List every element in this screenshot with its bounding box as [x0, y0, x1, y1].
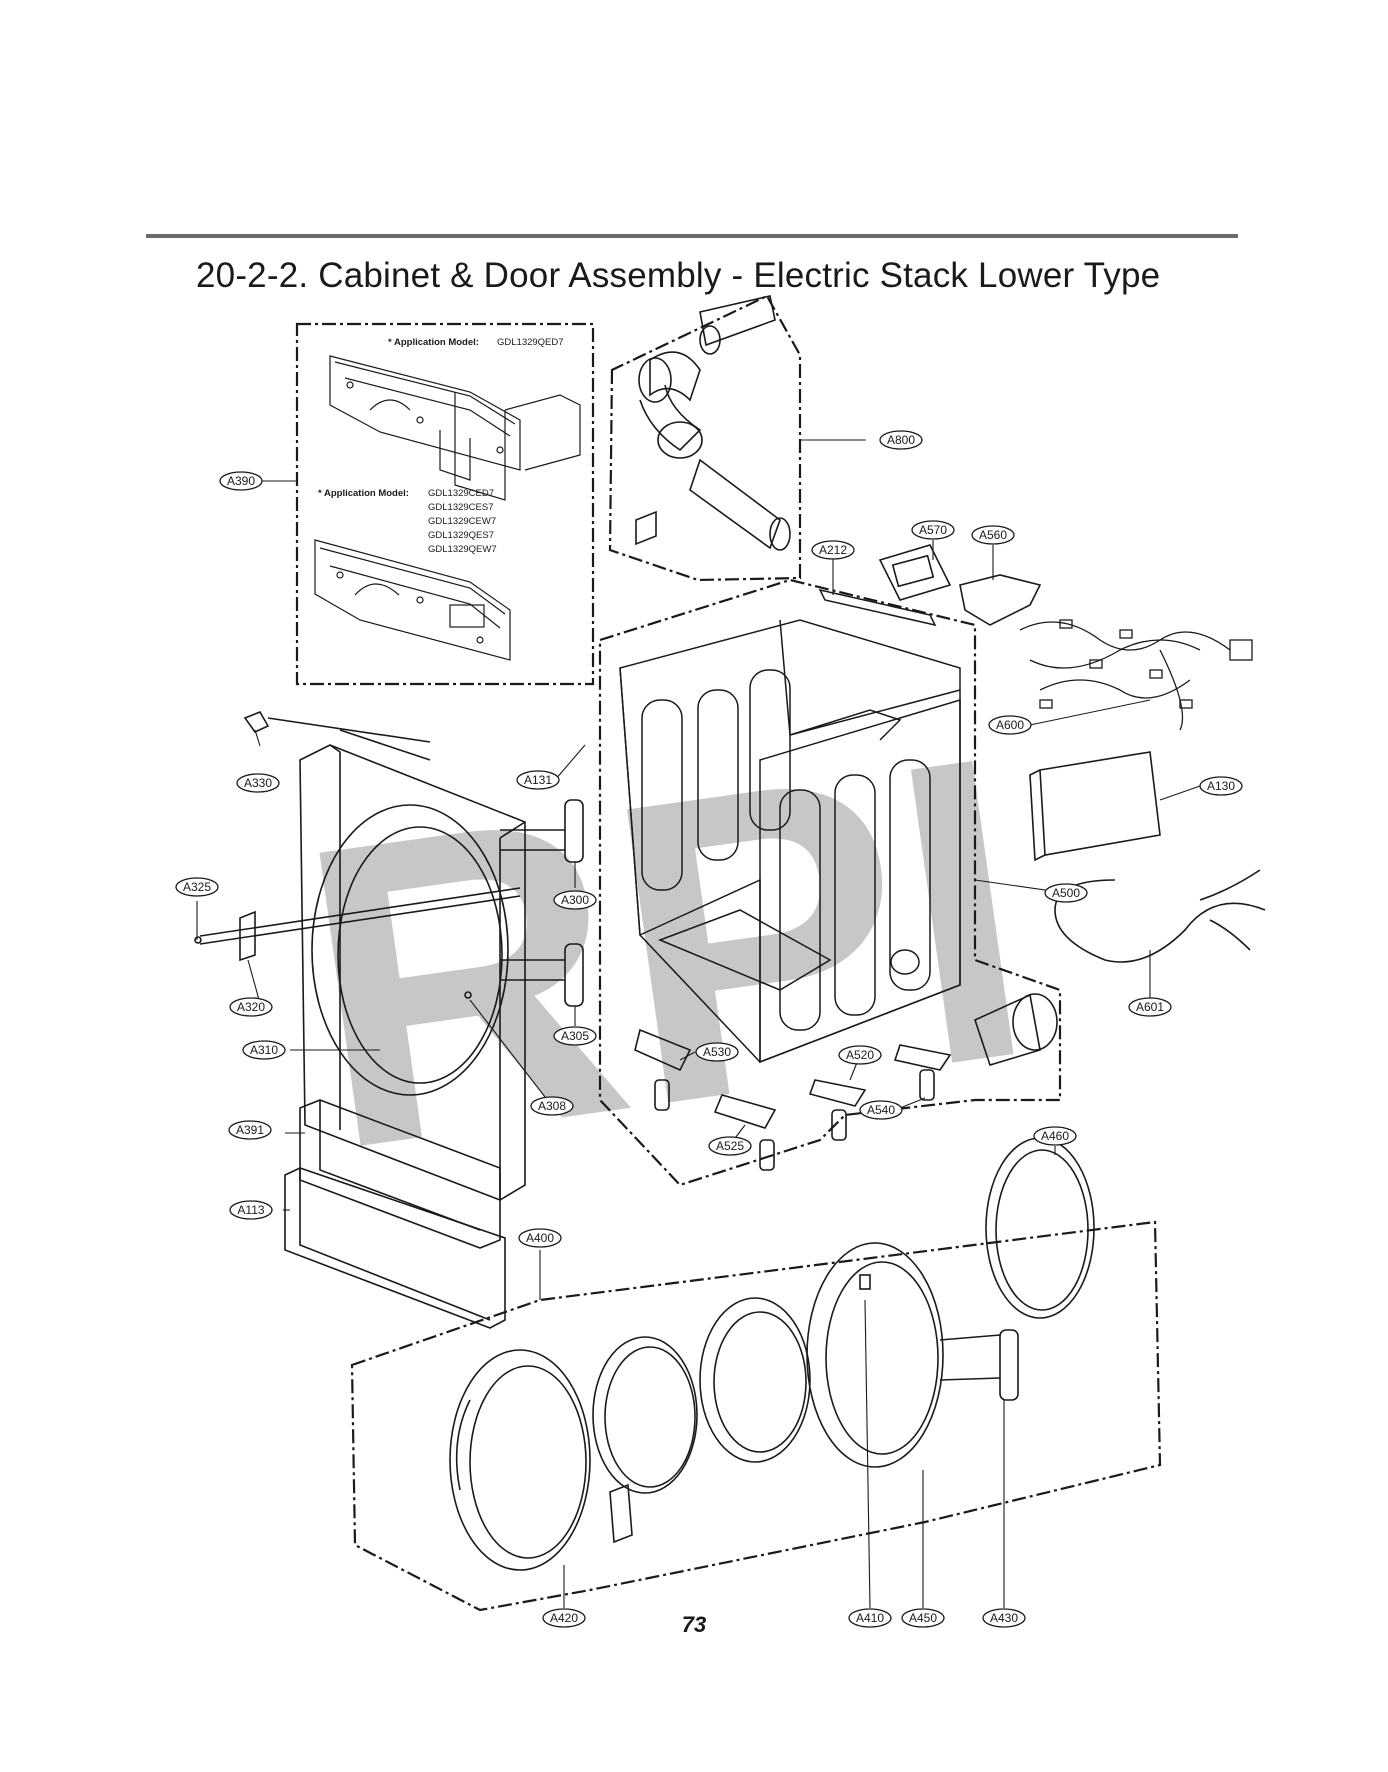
callout-label-a800: A800	[887, 433, 915, 447]
callout-a113: A113	[229, 1200, 273, 1220]
application-model-5: GDL1329QEW7	[428, 544, 497, 555]
callout-label-a130: A130	[1207, 779, 1235, 793]
application-model-4: GDL1329QES7	[428, 530, 494, 541]
door-assembly-outline	[350, 1220, 1162, 1612]
a520-foot-bracket	[808, 1079, 867, 1107]
watermark: RPI	[278, 666, 1055, 1241]
callout-a400: A400	[518, 1228, 562, 1248]
page-title: 20-2-2. Cabinet & Door Assembly - Electr…	[196, 256, 1161, 295]
callout-a310: A310	[242, 1040, 286, 1060]
a300-hinge	[564, 799, 584, 863]
callout-label-a410: A410	[856, 1611, 884, 1625]
cabinet-outline	[598, 578, 1062, 1187]
callout-a525: A525	[708, 1136, 752, 1156]
callout-label-a113: A113	[237, 1203, 264, 1217]
callout-a130: A130	[1199, 776, 1243, 796]
callout-label-a520: A520	[846, 1048, 874, 1062]
callout-label-a400: A400	[526, 1231, 554, 1245]
callout-label-a308: A308	[538, 1099, 566, 1113]
callout-label-a450: A450	[909, 1611, 937, 1625]
callout-label-a305: A305	[561, 1029, 589, 1043]
a330-clip	[243, 710, 270, 734]
callout-a308: A308	[530, 1096, 574, 1116]
door-glass-ring	[699, 1297, 811, 1463]
callout-label-a300: A300	[561, 893, 589, 907]
a450-inner-door	[806, 1242, 944, 1468]
callout-a391: A391	[228, 1120, 272, 1140]
callout-a540: A540	[859, 1100, 903, 1120]
callout-label-a390: A390	[227, 474, 255, 488]
wire-harness-drawing	[1019, 619, 1253, 731]
callout-label-a430: A430	[990, 1611, 1018, 1625]
callout-a530: A530	[695, 1042, 739, 1062]
callout-a450: A450	[901, 1608, 945, 1628]
callout-a390: A390	[219, 471, 263, 491]
callout-a305: A305	[553, 1026, 597, 1046]
a130-panel	[1039, 751, 1161, 856]
a430-door-hinge	[999, 1329, 1019, 1401]
callout-a325: A325	[175, 877, 219, 897]
callout-label-a570: A570	[919, 523, 947, 537]
callout-a420: A420	[542, 1608, 586, 1628]
callout-a320: A320	[229, 997, 273, 1017]
callout-label-a601: A601	[1136, 1000, 1164, 1014]
application-label-bottom: * Application Model:	[318, 488, 409, 499]
callout-a800: A800	[879, 430, 923, 450]
a305-hinge	[564, 943, 584, 1007]
callout-label-a420: A420	[550, 1611, 578, 1625]
application-model-top: GDL1329QED7	[497, 337, 564, 348]
callout-label-a212: A212	[819, 543, 847, 557]
cabinet-body-drawing	[619, 588, 961, 1064]
callout-a410: A410	[848, 1608, 892, 1628]
callout-label-a530: A530	[703, 1045, 731, 1059]
callout-a212: A212	[811, 540, 855, 560]
leader-lines	[196, 439, 1201, 1609]
a530-foot-bracket	[634, 1028, 692, 1072]
callout-a570: A570	[911, 520, 955, 540]
callout-a500: A500	[1044, 883, 1088, 903]
a560-scoop	[959, 574, 1042, 626]
callout-label-a540: A540	[867, 1103, 895, 1117]
callout-label-a310: A310	[250, 1043, 278, 1057]
a420-outer-door	[449, 1349, 591, 1571]
callout-a131: A131	[516, 770, 560, 790]
callout-label-a330: A330	[244, 776, 272, 790]
callout-label-a320: A320	[237, 1000, 265, 1014]
application-model-3: GDL1329CEW7	[428, 516, 496, 527]
application-label-top: * Application Model:	[388, 337, 479, 348]
callout-a460: A460	[1033, 1126, 1077, 1146]
callout-label-a391: A391	[236, 1123, 264, 1137]
callout-label-a560: A560	[979, 528, 1007, 542]
a525-foot-bracket	[713, 1094, 777, 1129]
callout-a601: A601	[1128, 997, 1172, 1017]
callout-label-a525: A525	[716, 1139, 744, 1153]
header-rule	[146, 234, 1238, 238]
bottom-bracket-drawing	[314, 539, 511, 661]
callout-a300: A300	[553, 890, 597, 910]
application-model-2: GDL1329CES7	[428, 502, 493, 513]
callout-a600: A600	[988, 715, 1032, 735]
a460-gasket	[985, 1137, 1095, 1319]
page-number: 73	[681, 1612, 707, 1637]
a570-plate	[878, 544, 952, 601]
callout-a520: A520	[838, 1045, 882, 1065]
application-model-inset	[295, 322, 595, 686]
a320-bracket	[239, 910, 256, 962]
callout-label-a600: A600	[996, 718, 1024, 732]
application-model-1: GDL1329CED7	[428, 488, 494, 499]
a540-leg	[919, 1069, 935, 1101]
callout-a430: A430	[982, 1608, 1026, 1628]
top-bracket-drawing	[329, 355, 581, 501]
duct-group	[608, 294, 802, 582]
callout-a560: A560	[971, 525, 1015, 545]
callout-label-a131: A131	[524, 773, 552, 787]
callout-label-a325: A325	[183, 880, 211, 894]
door-handle	[609, 1483, 633, 1544]
door-gasket-ring	[592, 1336, 698, 1494]
callout-a330: A330	[236, 773, 280, 793]
callout-label-a500: A500	[1052, 886, 1080, 900]
callout-label-a460: A460	[1041, 1129, 1069, 1143]
